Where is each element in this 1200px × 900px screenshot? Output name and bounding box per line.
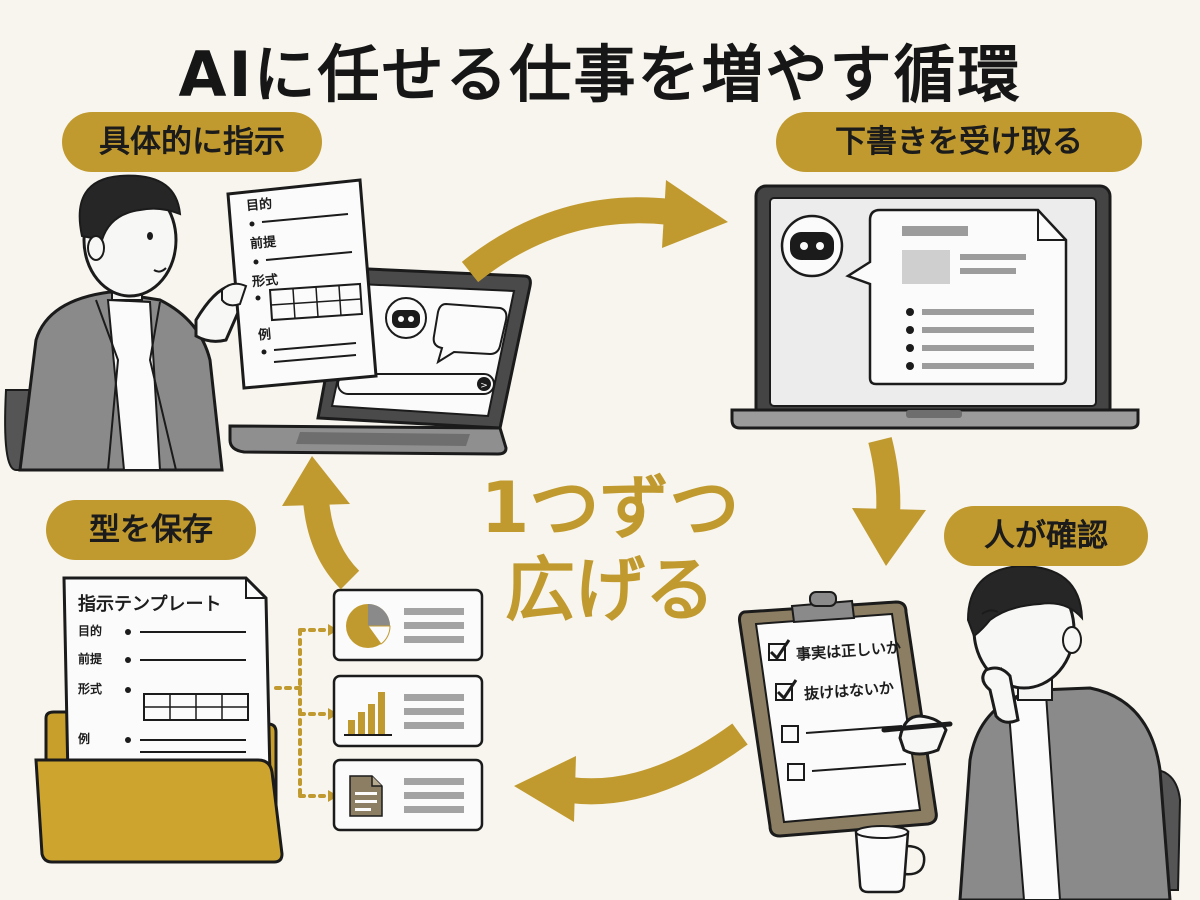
- template-document: [62, 576, 272, 780]
- template-card-report: [332, 588, 484, 662]
- template-label-purpose: 目的: [78, 624, 103, 638]
- sheet-label-format: 形式: [251, 272, 279, 291]
- arrow-to-draft: [461, 180, 728, 283]
- step1-illustration: >: [4, 174, 532, 472]
- center-slogan-line1: 1つずつ: [480, 467, 740, 549]
- sheet-label-example: 例: [257, 327, 272, 344]
- arrow-to-review: [852, 437, 926, 566]
- step2-illustration: [730, 184, 1140, 430]
- cycle-arrows: [282, 180, 926, 822]
- template-label-example: 例: [78, 732, 91, 746]
- sheet-label-purpose: 目的: [245, 196, 273, 215]
- page-title: AIに任せる仕事を増やす循環: [178, 38, 1022, 111]
- robot-icon: [780, 214, 844, 278]
- arrow-to-template: [514, 723, 748, 822]
- template-label-premise: 前提: [78, 652, 103, 666]
- step4-illustration: [34, 576, 484, 864]
- person-giving-instructions: [18, 174, 243, 472]
- step-label-save-template: 型を保存: [46, 500, 256, 560]
- template-title: 指示テンプレート: [78, 594, 222, 615]
- sheet-label-premise: 前提: [249, 234, 277, 253]
- template-label-format: 形式: [78, 682, 103, 696]
- svg-text:>: >: [480, 381, 488, 391]
- template-card-document: [332, 758, 484, 832]
- step-label-draft: 下書きを受け取る: [776, 112, 1142, 172]
- step-label-instruct: 具体的に指示: [62, 112, 322, 172]
- coffee-mug: [854, 825, 926, 894]
- center-slogan-line2: 広げる: [505, 549, 715, 631]
- template-card-analysis: [332, 674, 484, 748]
- step3-illustration: [738, 564, 1182, 900]
- checklist-clipboard: [738, 591, 938, 838]
- arrow-to-instruction: [282, 456, 360, 590]
- step-label-review: 人が確認: [944, 506, 1148, 566]
- draft-document: [845, 208, 1068, 386]
- person-reviewing: [881, 564, 1172, 900]
- instruction-sheet: [221, 178, 378, 390]
